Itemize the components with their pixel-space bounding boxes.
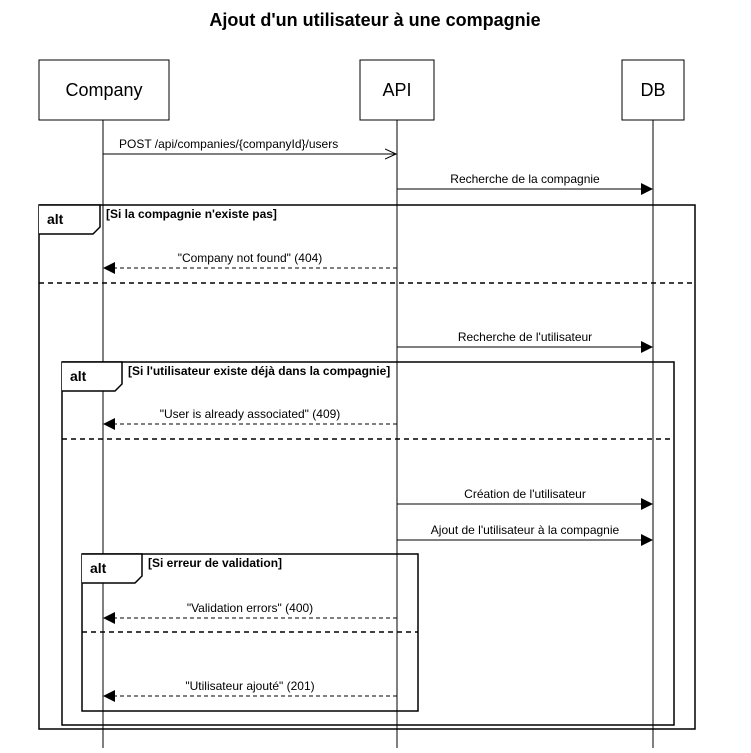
message-create-user[interactable]: Création de l'utilisateur — [397, 487, 653, 510]
frame-operator: alt — [70, 368, 87, 384]
participant-label: DB — [640, 80, 665, 100]
participant-label: Company — [65, 80, 142, 100]
message-company-not-found[interactable]: "Company not found" (404) — [103, 251, 397, 274]
message-add-user-to-company[interactable]: Ajout de l'utilisateur à la compagnie — [397, 523, 653, 546]
participant-api[interactable]: API — [359, 59, 435, 121]
message-validation-errors[interactable]: "Validation errors" (400) — [103, 601, 397, 624]
frame-operator: alt — [47, 211, 64, 227]
message-label: "User is already associated" (409) — [160, 407, 341, 421]
participant-box — [359, 59, 435, 121]
message-label: "Utilisateur ajouté" (201) — [185, 679, 314, 693]
message-find-company[interactable]: Recherche de la compagnie — [397, 172, 653, 195]
message-label: Recherche de la compagnie — [450, 172, 600, 186]
message-label: Création de l'utilisateur — [464, 487, 586, 501]
participant-box — [621, 59, 685, 121]
participant-box — [38, 59, 170, 121]
message-label: Ajout de l'utilisateur à la compagnie — [431, 523, 620, 537]
frame-guard: [Si la compagnie n'existe pas] — [106, 207, 277, 221]
participant-db[interactable]: DB — [621, 59, 685, 121]
message-find-user[interactable]: Recherche de l'utilisateur — [397, 330, 653, 353]
message-label: Recherche de l'utilisateur — [458, 330, 592, 344]
diagram-title: Ajout d'un utilisateur à une compagnie — [209, 10, 540, 30]
message-user-added[interactable]: "Utilisateur ajouté" (201) — [103, 679, 397, 702]
participant-company[interactable]: Company — [38, 59, 170, 121]
message-post-users[interactable]: POST /api/companies/{companyId}/users — [103, 137, 396, 154]
participant-label: API — [382, 80, 411, 100]
alt-frame-company-missing: alt [Si la compagnie n'existe pas] — [38, 204, 696, 730]
frame-operator: alt — [90, 560, 107, 576]
alt-frame-user-exists: alt [Si l'utilisateur existe déjà dans l… — [61, 361, 675, 726]
message-user-already-associated[interactable]: "User is already associated" (409) — [103, 407, 397, 430]
message-label: "Validation errors" (400) — [187, 601, 313, 615]
alt-frame-validation-error: alt [Si erreur de validation] — [81, 553, 419, 712]
message-label: POST /api/companies/{companyId}/users — [119, 137, 338, 151]
message-label: "Company not found" (404) — [178, 251, 323, 265]
frame-guard: [Si erreur de validation] — [148, 556, 282, 570]
frame-guard: [Si l'utilisateur existe déjà dans la co… — [128, 364, 390, 378]
